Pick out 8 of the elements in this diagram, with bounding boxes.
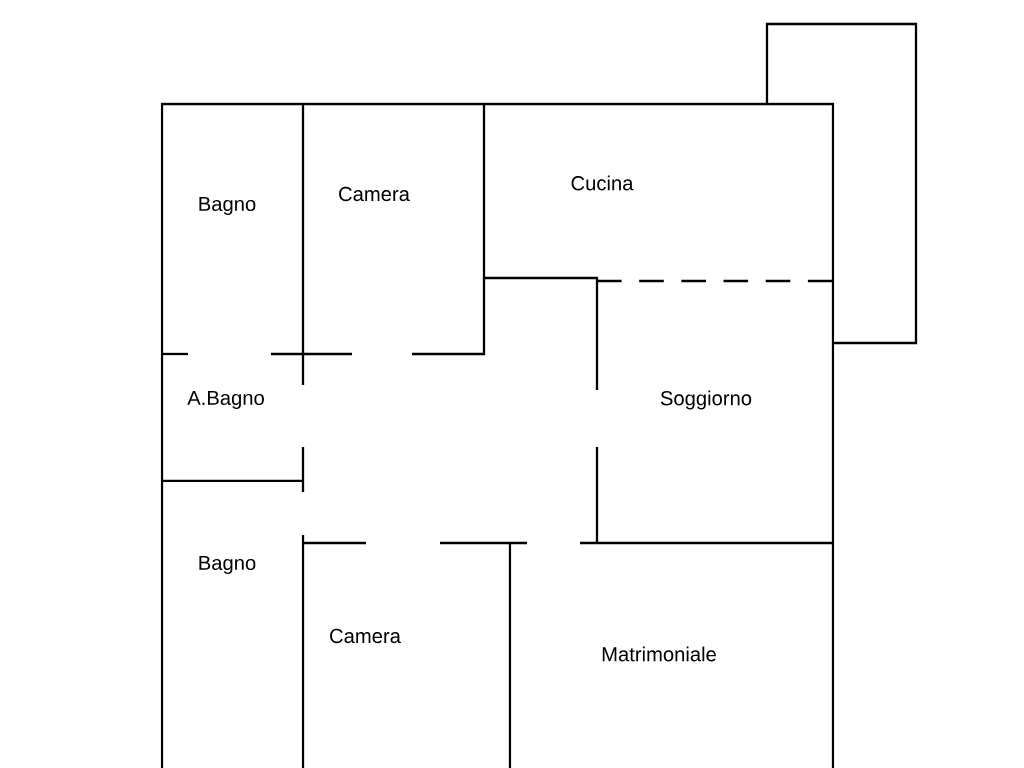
room-label: A.Bagno [187, 390, 264, 410]
room-label: Camera [339, 186, 410, 202]
room-label: Bagno [199, 555, 256, 575]
room-label: Matrimoniale [602, 646, 716, 662]
room-label: Soggiorno [660, 390, 752, 410]
room-label: Camera [330, 628, 401, 644]
room-label: Cucina [571, 175, 634, 191]
room-label: Bagno [199, 196, 256, 216]
